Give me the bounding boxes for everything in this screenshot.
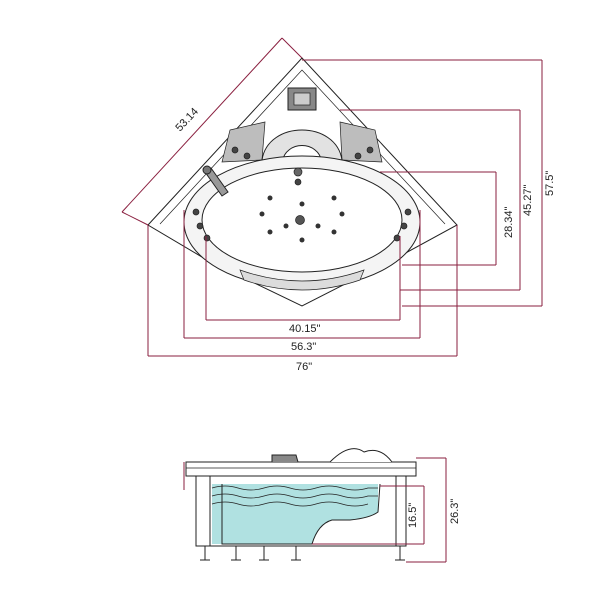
- side-jets: [192, 146, 412, 242]
- wave-line-1: [211, 485, 378, 491]
- bowl-lip: [239, 269, 365, 291]
- dim-diagonal-tick-b: [281, 37, 303, 59]
- handle-knob: [202, 165, 212, 175]
- side-faucet: [271, 454, 299, 463]
- side-dim-overall-height-label: 26.3": [449, 499, 461, 524]
- side-view: 16.5" 26.3": [183, 448, 461, 563]
- floor-jets: [259, 195, 345, 243]
- tub-profile: [221, 483, 381, 545]
- dim-vertical-set: [302, 59, 543, 307]
- dim-inner-height-label: 28.34": [503, 206, 515, 238]
- side-legs: [200, 546, 405, 561]
- water: [212, 484, 378, 544]
- dim-overall-height-label: 57.5": [544, 171, 556, 196]
- dim-mid-width-label: 56.3": [291, 341, 316, 353]
- deck-panel-left: [221, 121, 266, 163]
- side-dim-water-depth-label: 16.5": [407, 503, 419, 528]
- wave-line-2: [211, 493, 378, 499]
- side-dim-lines: [183, 457, 447, 563]
- dim-horizontal-set: [147, 210, 458, 357]
- side-deck: [185, 461, 417, 477]
- top-view: 53.14 57.5" 45.27" 28.34": [121, 37, 556, 373]
- faucet-box-inner: [293, 92, 311, 106]
- dim-mid-height-label: 45.27": [522, 184, 534, 216]
- wave-line-3: [211, 501, 369, 507]
- dim-diagonal-line: [121, 37, 283, 213]
- dim-inner-width-label: 40.15": [289, 323, 321, 335]
- dim-overall-width-label: 76": [296, 361, 312, 373]
- side-headrest: [329, 448, 393, 463]
- dim-diagonal-tick-a: [121, 211, 149, 226]
- dim-diagonal-label: 53.14: [173, 106, 201, 134]
